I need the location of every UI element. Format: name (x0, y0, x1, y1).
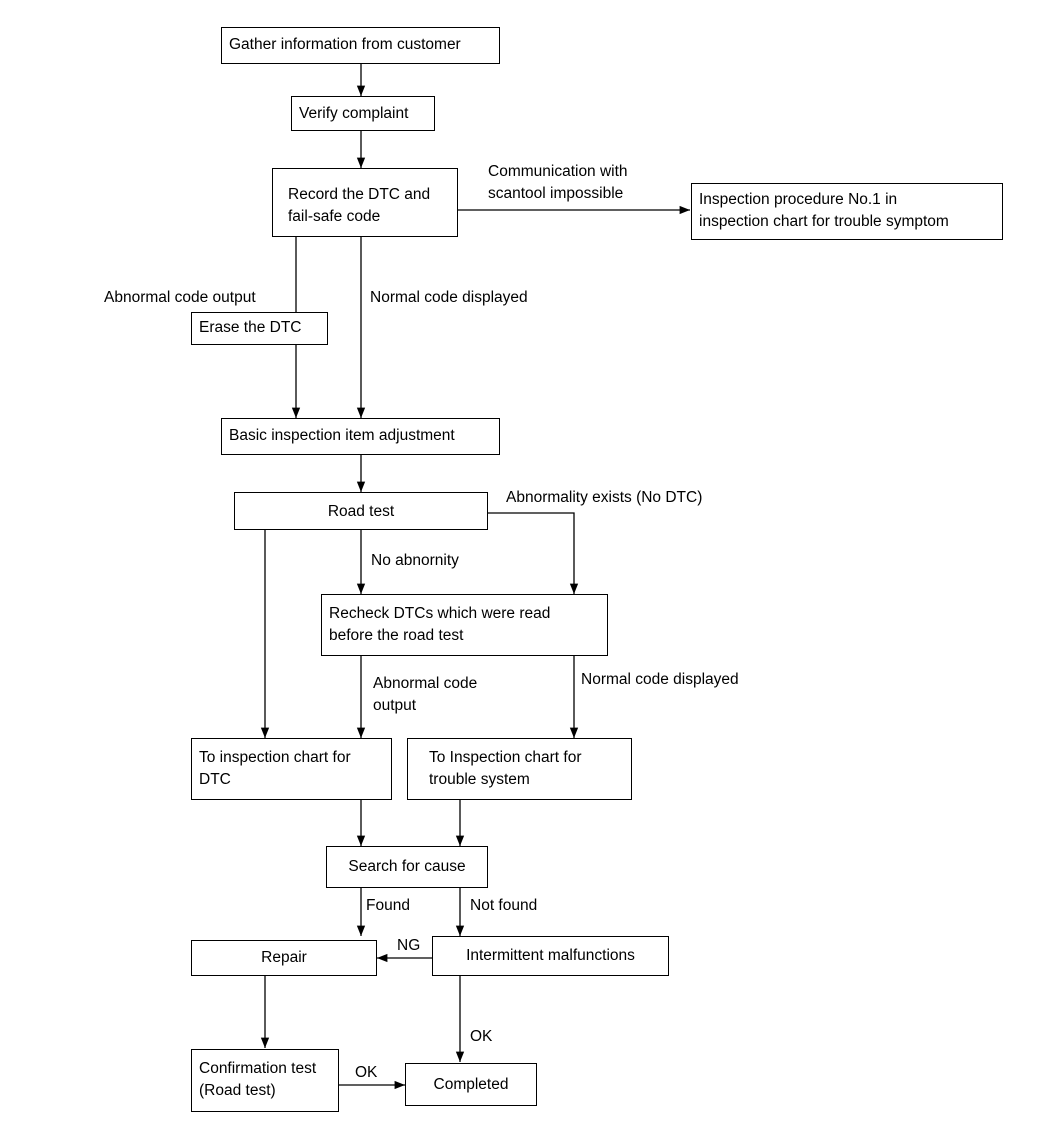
node-label-line: trouble system (429, 771, 530, 788)
node-label-line: Record the DTC and (288, 186, 431, 203)
edge-label-line: output (373, 697, 417, 714)
edge-label-found: Found (366, 897, 410, 914)
node-intermittent-malfunctions: Intermittent malfunctions (432, 936, 669, 976)
node-label-line: (Road test) (199, 1082, 276, 1099)
node-label: Intermittent malfunctions (466, 947, 635, 964)
edge-label-abnormal-code-output-2: Abnormal code output (373, 673, 477, 717)
node-label-line: before the road test (329, 627, 464, 644)
edge-label-ok-intermittent: OK (470, 1028, 493, 1045)
node-record-dtc: Record the DTC and fail-safe code (272, 168, 458, 237)
node-verify-complaint: Verify complaint (291, 96, 435, 131)
edge-label-not-found: Not found (470, 897, 538, 914)
node-label: Road test (327, 503, 395, 520)
edge-label-ng: NG (397, 937, 421, 954)
node-chart-for-trouble-system: To Inspection chart for trouble system (407, 738, 632, 800)
node-label: Gather information from customer (229, 36, 461, 53)
edge-label-line: Abnormal code (373, 675, 478, 692)
node-inspection-procedure-no1: Inspection procedure No.1 in inspection … (691, 183, 1003, 240)
node-chart-for-dtc: To inspection chart for DTC (191, 738, 392, 800)
node-label-line: fail-safe code (288, 208, 381, 225)
node-label-line: To Inspection chart for (429, 749, 582, 766)
node-confirmation-test: Confirmation test (Road test) (191, 1049, 339, 1112)
edge-label-normal-code-displayed: Normal code displayed (370, 289, 528, 306)
node-label: Basic inspection item adjustment (229, 427, 455, 444)
edge-label-ok-confirmation: OK (355, 1064, 378, 1081)
node-label-line: DTC (199, 771, 231, 788)
edge-label-line: scantool impossible (488, 185, 624, 202)
node-label-line: Recheck DTCs which were read (329, 605, 551, 622)
node-label: Completed (433, 1076, 509, 1093)
node-road-test: Road test (234, 492, 488, 530)
node-search-for-cause: Search for cause (326, 846, 488, 888)
node-label-line: Confirmation test (199, 1060, 317, 1077)
node-repair: Repair (191, 940, 377, 976)
edge-label-abnormal-code-output: Abnormal code output (104, 289, 256, 306)
edge-label-line: Communication with (488, 163, 628, 180)
edge-label-communication-impossible: Communication with scantool impossible (488, 161, 628, 205)
node-gather-information: Gather information from customer (221, 27, 500, 64)
node-erase-dtc: Erase the DTC (191, 312, 328, 345)
node-completed: Completed (405, 1063, 537, 1106)
node-label-line: To inspection chart for (199, 749, 351, 766)
edge-label-abnormality-exists: Abnormality exists (No DTC) (506, 489, 703, 506)
node-label: Repair (261, 949, 307, 966)
node-label: Erase the DTC (199, 319, 302, 336)
edge-label-normal-code-displayed-2: Normal code displayed (581, 671, 739, 688)
node-label: Search for cause (348, 858, 466, 875)
edge-label-no-abnormity: No abnornity (371, 552, 459, 569)
node-label-line: inspection chart for trouble symptom (699, 213, 949, 230)
node-label: Verify complaint (299, 105, 409, 122)
node-basic-inspection: Basic inspection item adjustment (221, 418, 500, 455)
node-recheck-dtcs: Recheck DTCs which were read before the … (321, 594, 608, 656)
edge-road-recheck-abnormal (488, 512, 579, 594)
node-label-line: Inspection procedure No.1 in (699, 191, 898, 208)
